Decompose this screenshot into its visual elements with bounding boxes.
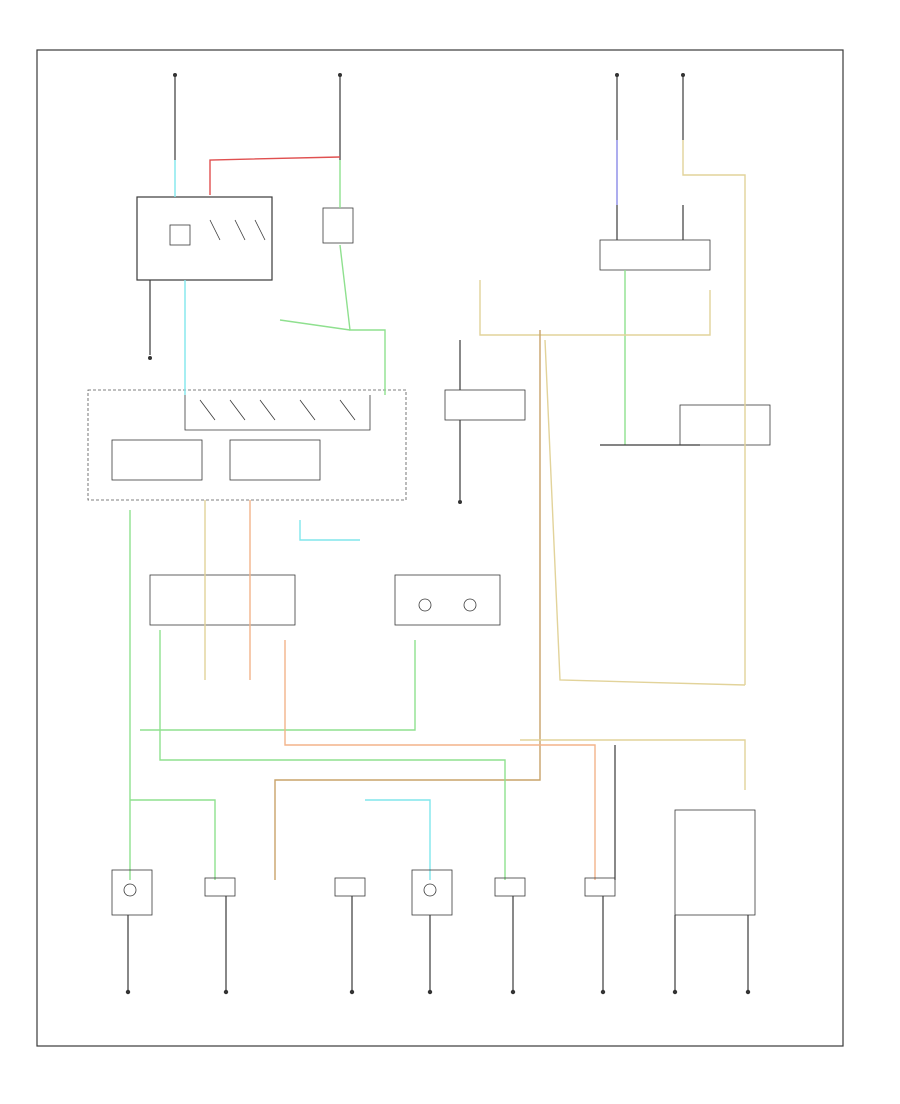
cyan-wire-mid: [299, 520, 360, 541]
switch-contacts: [199, 399, 356, 421]
flasher-relay-box: [136, 196, 273, 281]
relay-coil: [169, 224, 191, 246]
lamp-5: [494, 877, 526, 897]
lamp-6: [584, 877, 616, 897]
top-feed-1: [173, 73, 177, 160]
diagram-border: [36, 49, 844, 1047]
right-switch-block: [599, 239, 711, 271]
lamp-2: [204, 877, 236, 897]
right-module-box: [679, 404, 771, 446]
lamp-pair-right: [674, 809, 756, 916]
instrument-cluster: [394, 574, 501, 626]
turn-switch-right-section: [229, 439, 321, 481]
red-wire: [209, 156, 341, 195]
tan-wire-main: [274, 330, 541, 880]
lamp-1: [111, 869, 153, 916]
ground-leads: [125, 896, 751, 995]
top-feed-4: [681, 73, 685, 140]
cyan-wire-lower: [365, 799, 431, 880]
green-wire-switch: [339, 244, 386, 395]
turn-switch-left-section: [111, 439, 203, 481]
green-wire-bottom: [159, 630, 506, 880]
turn-indicator-right: [463, 598, 477, 612]
relay-contacts: [209, 219, 266, 241]
yellow-wire-main: [544, 339, 746, 686]
lamp-3: [334, 877, 366, 897]
lamp-4: [411, 869, 453, 916]
ground-point-center: [458, 500, 462, 504]
top-feed-3: [615, 73, 619, 140]
center-connector: [444, 389, 526, 421]
orange-wire-bottom: [284, 640, 596, 880]
turn-indicator-left: [418, 598, 432, 612]
trailer-tow-module: [149, 574, 296, 626]
lamp-row: [111, 809, 756, 916]
brake-switch: [322, 207, 354, 244]
multifunction-switch-box: [87, 389, 407, 501]
top-feed-2: [338, 73, 342, 160]
tan-wire-right: [682, 140, 746, 370]
tan-wire-top: [479, 280, 711, 336]
ground-point-left: [148, 356, 152, 360]
